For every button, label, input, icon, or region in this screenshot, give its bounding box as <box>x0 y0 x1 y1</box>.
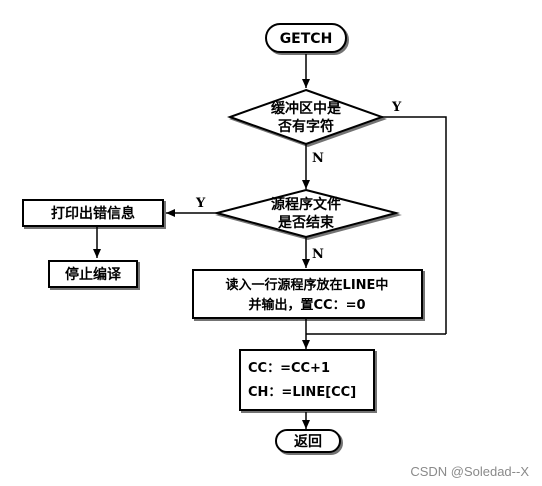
label-no-1: N <box>312 151 324 166</box>
decision-buffer-line2: 否有字符 <box>277 118 334 135</box>
decision-buffer-has-char: 缓冲区中是 否有字符 <box>227 88 385 146</box>
decision-source-line1: 源程序文件 <box>271 196 341 213</box>
label-no-2: N <box>312 247 324 262</box>
decision-source-end: 源程序文件 是否结束 <box>213 188 400 239</box>
assign-line2: CH：=LINE[CC] <box>248 385 356 400</box>
decision-buffer-line1: 缓冲区中是 <box>271 100 342 117</box>
assign-line1: CC：=CC+1 <box>248 361 330 376</box>
end-terminator: 返回 <box>275 429 341 453</box>
watermark: CSDN @Soledad--X <box>410 464 529 479</box>
start-label: GETCH <box>280 31 333 47</box>
read-line-line1: 读入一行源程序放在LINE中 <box>226 277 389 293</box>
assign-box: CC：=CC+1 CH：=LINE[CC] <box>239 349 375 411</box>
decision-source-line2: 是否结束 <box>278 214 335 231</box>
connector-yes-1 <box>382 116 447 334</box>
label-yes-1: Y <box>391 100 402 115</box>
stop-compile-box: 停止编译 <box>48 260 138 288</box>
print-error-label: 打印出错信息 <box>51 205 135 222</box>
print-error-box: 打印出错信息 <box>22 199 164 227</box>
end-label: 返回 <box>294 433 322 450</box>
start-terminator: GETCH <box>265 23 347 53</box>
label-yes-2: Y <box>195 196 206 211</box>
read-line-box: 读入一行源程序放在LINE中 并输出，置CC：=0 <box>192 269 423 319</box>
stop-compile-label: 停止编译 <box>65 266 122 283</box>
read-line-line2: 并输出，置CC：=0 <box>248 297 365 313</box>
